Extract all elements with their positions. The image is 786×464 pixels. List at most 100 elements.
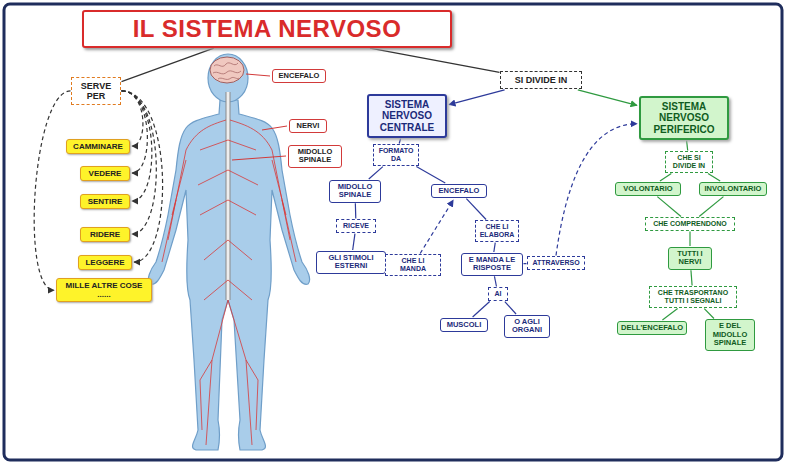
function-box: SENTIRE [80,194,130,209]
node-text: NERVI [293,122,323,131]
link-phrase: AI [488,287,508,301]
node-text: INVOLONTARIO [703,185,763,194]
connector [699,197,723,217]
connector [34,91,70,290]
spinal-cord [227,92,230,300]
connector [494,276,496,286]
connector [420,200,453,253]
node-text: VEDERE [84,169,126,178]
connector [505,302,516,314]
connector [687,141,688,151]
link-phrase: RICEVE [336,219,376,233]
function-box: MILLE ALTRE COSE ...... [56,278,152,302]
concept-box: SISTEMA NERVOSO PERIFERICO [639,96,729,141]
leader-line [262,126,287,130]
connector [122,91,143,146]
node-text: E MANDA LE RISPOSTE [465,256,519,273]
node-text: CHE LI MANDA [389,257,437,273]
node-text: DELL'ENCEFALO [621,324,683,333]
function-box: CAMMINARE [66,139,130,154]
concept-box: VOLONTARIO [615,182,681,197]
frame-border [4,4,782,460]
concept-box: E DEL MIDOLLO SPINALE [705,319,755,351]
function-box: RIDERE [80,227,130,242]
node-text: CHE TRASPORTANO TUTTI I SEGNALI [653,289,733,305]
node-text: SERVE PER [75,81,117,102]
node-text: VOLONTARIO [619,185,677,194]
concept-box: MIDOLLO SPINALE [329,180,381,203]
part-label: ENCEFALO [272,69,326,84]
concept-box: DELL'ENCEFALO [617,321,687,336]
connector [399,139,400,144]
link-phrase: CHE SI DIVIDE IN [665,151,713,173]
node-text: CHE COMPRENDONO [649,220,731,228]
node-text: CHE SI DIVIDE IN [669,154,709,170]
part-label: NERVI [289,119,327,134]
spinal-cord-outline [226,92,231,300]
node-text: ENCEFALO [435,187,483,196]
node-text: MIDOLLO SPINALE [333,183,377,200]
node-text: TUTTI I NERVI [672,250,708,267]
node-text: SENTIRE [84,197,126,206]
connector [704,309,714,319]
concept-box: INVOLONTARIO [699,182,767,197]
leader-line [232,156,286,160]
node-text: SISTEMA NERVOSO PERIFERICO [644,101,724,136]
node-text: RIDERE [84,230,126,239]
connector [660,174,671,181]
concept-box: E MANDA LE RISPOSTE [461,253,523,276]
function-box: VEDERE [80,166,130,181]
link-phrase: FORMATO DA [373,144,419,166]
connector [662,309,677,320]
connector [122,91,148,173]
connector [369,167,383,179]
node-text: ATTRAVERSO [531,259,581,267]
node-text: SI DIVIDE IN [504,75,578,85]
brain [210,57,244,83]
link-phrase: CHE LI MANDA [385,254,441,276]
node-text: O AGLI ORGANI [508,318,546,335]
title-box: IL SISTEMA NERVOSO [82,10,452,48]
concept-box: ENCEFALO [431,184,487,199]
node-text: E DEL MIDOLLO SPINALE [709,322,751,348]
connector [416,167,445,183]
connector [473,302,490,317]
concept-box: MUSCOLI [440,318,488,333]
node-text: RICEVE [340,222,372,230]
node-text: SISTEMA NERVOSO CENTRALE [372,99,442,134]
node-text: MILLE ALTRE COSE ...... [60,281,148,299]
link-phrase: CHE TRASPORTANO TUTTI I SEGNALI [649,286,737,308]
connector [355,203,357,218]
connector [353,234,355,250]
nerves [162,120,296,445]
node-text: LEGGERE [82,258,128,267]
concept-box: O AGLI ORGANI [504,315,550,338]
connector [657,197,681,217]
link-phrase: SI DIVIDE IN [500,71,582,89]
node-text: IL SISTEMA NERVOSO [90,15,444,43]
node-text: CHE LI ELABORA [479,223,515,239]
concept-box: SISTEMA NERVOSO CENTRALE [367,94,447,139]
part-label: MIDOLLO SPINALE [288,145,342,168]
node-text: GLI STIMOLI ESTERNI [320,254,382,271]
node-text: MUSCOLI [444,321,484,330]
link-phrase: CHE LI ELABORA [475,220,519,242]
node-text: FORMATO DA [377,147,415,163]
connector [370,48,500,72]
connector [466,199,486,220]
node-text: AI [492,290,504,298]
connector [449,90,505,105]
connector [578,90,637,106]
link-phrase: CHE COMPRENDONO [645,217,735,231]
connector [689,232,690,246]
connector [122,48,214,81]
link-phrase: ATTRAVERSO [527,256,585,270]
connector [691,270,692,285]
category-box: SERVE PER [71,77,121,106]
function-box: LEGGERE [78,255,132,270]
concept-box: TUTTI I NERVI [668,247,712,270]
node-text: ENCEFALO [276,72,322,81]
connector [122,91,157,234]
node-text: MIDOLLO SPINALE [292,148,338,165]
